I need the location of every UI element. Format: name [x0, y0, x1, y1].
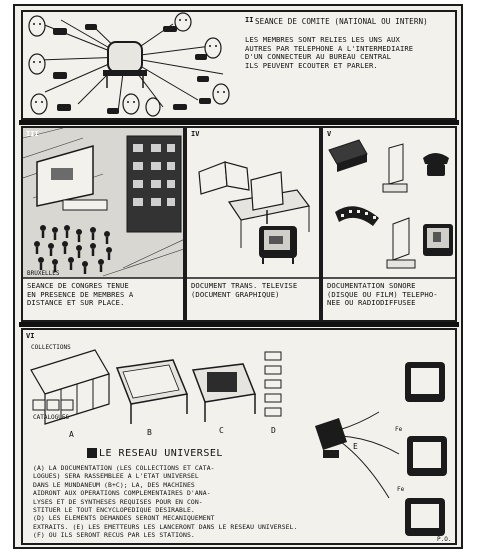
label-a: A [69, 430, 74, 439]
sound-panel-number: V [327, 130, 331, 138]
panel-committee-meeting: SEANCE DE COMITE (NATIONAL OU INTERN) II… [21, 10, 457, 120]
document-caption: DOCUMENT TRANS. TELEVISE (DOCUMENT GRAPH… [191, 282, 321, 299]
receiver-label-2: Fe [397, 486, 404, 493]
congress-panel-number: III [26, 130, 39, 138]
panel-universal-network: VI COLLECTIONS CATALOGUES A B C D E Fe F… [21, 328, 457, 545]
universal-network-title: LE RESEAU UNIVERSEL [99, 448, 223, 459]
label-e: E [353, 442, 358, 451]
label-c: C [219, 426, 224, 435]
divider-band [19, 120, 459, 125]
sound-caption: DOCUMENTATION SONORE (DISQUE OU FILM) TE… [327, 282, 457, 308]
label-d: D [271, 426, 276, 435]
committee-title: SEANCE DE COMITE (NATIONAL OU INTERN) [255, 18, 428, 27]
collections-label: COLLECTIONS [31, 344, 71, 351]
universal-network-description: (A) LA DOCUMENTATION (LES COLLECTIONS ET… [33, 464, 333, 540]
panel-congress-meeting: III BRUXELLES SEANCE DE CONGRES TENUE EN… [21, 126, 185, 322]
receiver-label-1: Fe [395, 426, 402, 433]
divider-band [19, 322, 459, 327]
network-panel-number: VI [26, 332, 34, 340]
catalogues-label: CATALOGUES [33, 414, 69, 421]
brussels-label: BRUXELLES [27, 270, 60, 277]
poster: SEANCE DE COMITE (NATIONAL OU INTERN) II… [13, 4, 463, 549]
committee-description: LES MEMBRES SONT RELIES LES UNS AUX AUTR… [245, 36, 457, 70]
panel-sound-documentation: V DOCUMENTATION SONORE (DISQUE OU FILM) … [321, 126, 457, 322]
congress-caption: SEANCE DE CONGRES TENUE EN PRESENCE DE M… [27, 282, 183, 308]
document-panel-number: IV [191, 130, 199, 138]
label-b: B [147, 428, 152, 437]
panel-televised-document: IV DOCUMENT TRANS. TELEVISE (DOCUMENT GR… [185, 126, 321, 322]
committee-panel-number: II [245, 16, 253, 24]
signature: P.O. [437, 536, 451, 543]
